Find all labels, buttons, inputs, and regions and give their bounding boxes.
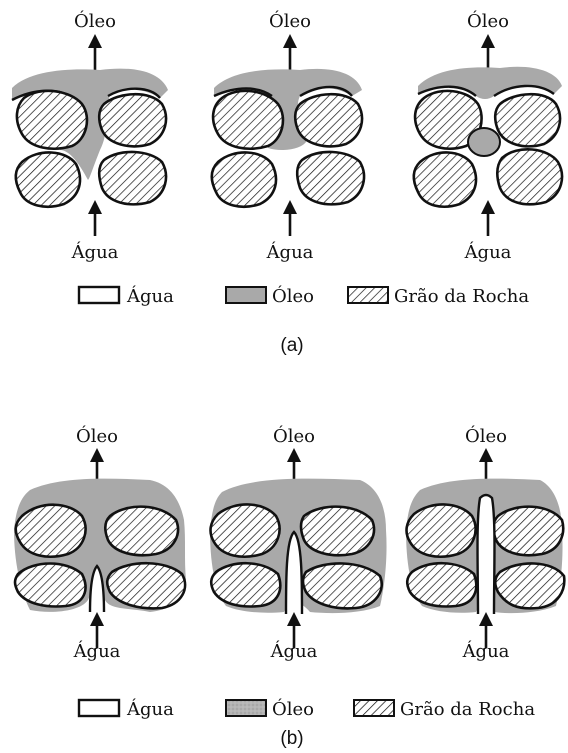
rock-grain [213,91,283,149]
legend-b: Água Óleo Grão da Rocha [79,697,535,720]
panel-b1: Óleo Água [14,424,186,662]
grain-swatch [348,287,388,303]
oil-swatch [226,700,266,716]
rock-grain [99,94,166,146]
legend-label-grain: Grão da Rocha [400,699,535,720]
arrowhead-icon [90,448,104,462]
legend-label-water: Água [126,284,174,307]
panel-a1: Óleo Água [12,9,168,263]
legend-label-oil: Óleo [272,697,314,720]
panel-a2: Óleo Água [212,9,364,263]
rock-grain [15,564,85,607]
legend-label-grain: Grão da Rocha [394,286,529,307]
rock-grain [301,507,374,556]
rock-grain [211,563,280,606]
rock-grain [16,505,86,557]
water-finger [478,495,495,614]
arrowhead-icon [88,200,102,214]
arrowhead-icon [481,200,495,214]
rock-grain [295,94,362,146]
arrowhead-icon [287,612,301,626]
rock-grain [211,504,280,556]
water-swatch [79,287,119,303]
oil-label: Óleo [467,9,509,32]
grain-swatch [354,700,394,716]
rock-grain [105,507,178,556]
legend-label-oil: Óleo [272,284,314,307]
rock-grain [407,504,476,556]
rock-grain [495,563,564,608]
caption-a: (a) [280,335,303,356]
water-label: Água [71,240,119,263]
oil-droplet [468,128,500,156]
oil-label: Óleo [465,424,507,447]
panel-b2: Óleo Água [210,424,387,662]
water-swatch [79,700,119,716]
rock-grain [495,94,560,146]
water-label: Água [73,639,121,662]
rock-grain [414,152,476,206]
arrowhead-icon [283,34,297,48]
rock-grain [17,91,87,149]
oil-label: Óleo [269,9,311,32]
rock-grain [297,152,364,204]
rock-grain [303,563,382,608]
arrowhead-icon [479,612,493,626]
legend-label-water: Água [126,697,174,720]
water-label: Água [464,240,512,263]
rock-grain [497,149,562,204]
oil-swatch [226,287,266,303]
caption-b: (b) [280,728,303,749]
oil-label: Óleo [273,424,315,447]
oil-label: Óleo [74,9,116,32]
water-finger [286,532,302,614]
arrowhead-icon [287,448,301,462]
oil-label: Óleo [76,424,118,447]
rock-grain [407,563,476,606]
rock-grain [493,507,563,556]
water-label: Água [266,240,314,263]
water-label: Água [270,639,318,662]
rock-grain [99,152,166,204]
legend-a: Água Óleo Grão da Rocha [79,284,529,307]
rock-grain [107,563,185,608]
figure-a: Óleo Água Óleo [12,9,562,356]
rock-grain [212,152,276,206]
panel-b3: Óleo Água [406,424,564,662]
arrowhead-icon [283,200,297,214]
arrowhead-icon [88,34,102,48]
arrowhead-icon [90,612,104,626]
arrowhead-icon [479,448,493,462]
arrowhead-icon [481,34,495,48]
figure-b: Óleo Água Óleo Água [14,424,564,749]
water-label: Água [462,639,510,662]
rock-grain [16,152,80,206]
panel-a3: Óleo Água [414,9,562,263]
